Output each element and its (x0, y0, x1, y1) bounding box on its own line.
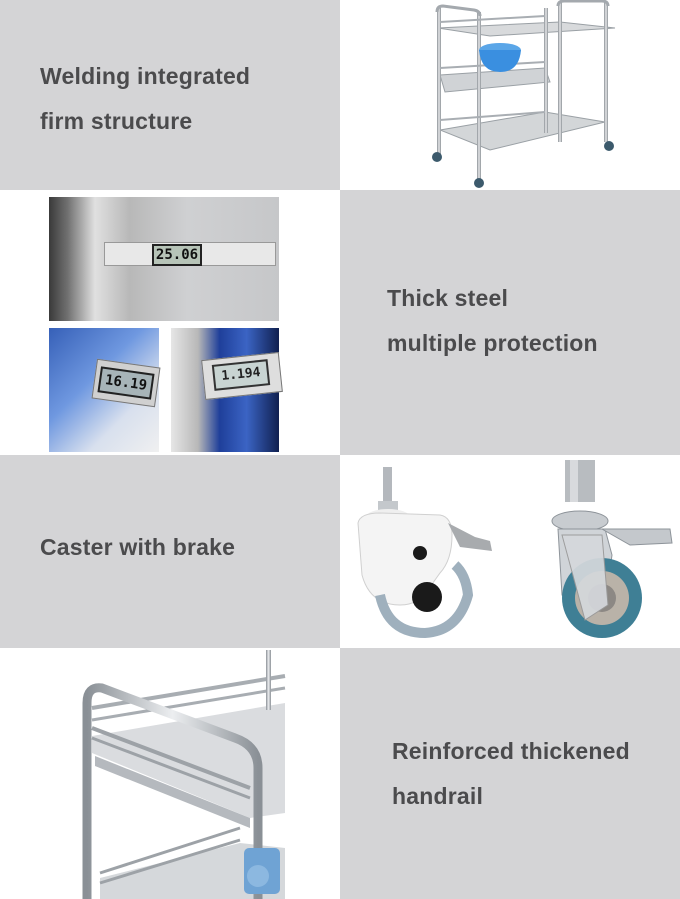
caster-text-panel: Caster with brake (0, 455, 340, 648)
welding-text-panel: Welding integrated firm structure (0, 0, 340, 190)
caliper-photo-1: 25.06 (49, 197, 279, 321)
handrail-icon (82, 650, 286, 899)
handrail-caption: Reinforced thickened handrail (392, 729, 630, 819)
caliper-photo-2: 16.19 (49, 328, 161, 452)
caption-line: Welding integrated (40, 63, 251, 89)
caliper-image-panel: 25.06 16.19 1.194 (0, 190, 340, 455)
caster-caption: Caster with brake (40, 525, 235, 570)
trolley-icon (432, 0, 616, 188)
caption-line: firm structure (40, 108, 193, 134)
handrail-text-panel: Reinforced thickened handrail (340, 648, 680, 899)
caption-line: Caster with brake (40, 534, 236, 560)
caption-line: handrail (392, 783, 484, 809)
welding-caption: Welding integrated firm structure (40, 54, 250, 144)
caption-line: multiple protection (387, 330, 598, 356)
caliper-display: 25.06 (152, 244, 202, 266)
caster-image (340, 455, 680, 648)
caster-wheels-icon (357, 460, 673, 639)
thick-steel-caption: Thick steel multiple protection (387, 276, 598, 366)
trolley-image (340, 0, 680, 190)
thick-steel-text-panel: Thick steel multiple protection (340, 190, 680, 455)
handrail-image (0, 648, 340, 899)
caliper-photo-3: 1.194 (171, 328, 283, 452)
caption-line: Reinforced thickened (392, 738, 630, 764)
caption-line: Thick steel (387, 285, 509, 311)
